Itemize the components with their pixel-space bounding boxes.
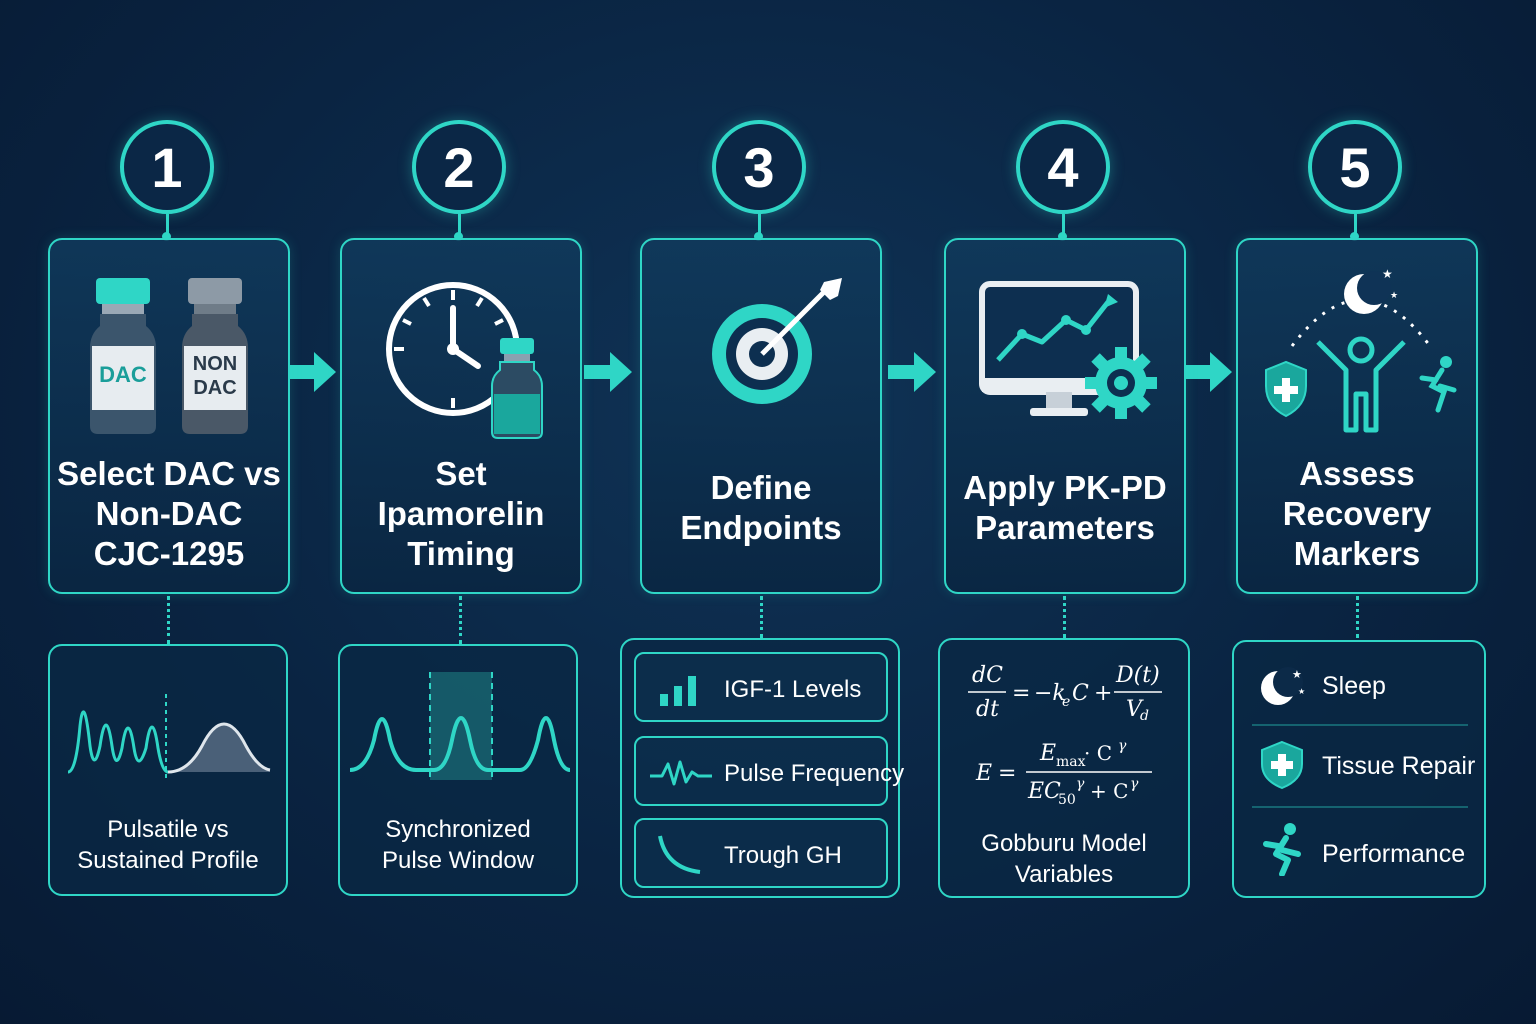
divider	[1252, 806, 1468, 808]
svg-text:· C: · C	[1084, 741, 1112, 765]
svg-text:max: max	[1056, 754, 1086, 770]
bar-chart-icon	[660, 676, 696, 706]
svg-text:γ: γ	[1076, 776, 1085, 792]
step-1-stem-dot	[162, 232, 171, 241]
arrow-right-icon	[888, 352, 936, 392]
svg-text:dC: dC	[972, 663, 1003, 688]
svg-text:C: C	[1072, 681, 1089, 706]
svg-text:−k: −k	[1034, 681, 1066, 706]
step-1-title: Select DAC vs Non-DAC CJC-1295	[57, 455, 281, 572]
pulsatile-vs-sustained-chart	[67, 694, 271, 778]
step-4-title: Apply PK-PD Parameters	[963, 469, 1167, 546]
vial-dac-label: DAC	[99, 362, 147, 387]
step-3-title: Define Endpoints	[680, 469, 842, 546]
connector-4	[1063, 596, 1066, 638]
endpoint-pulse-frequency: Pulse Frequency	[634, 736, 904, 806]
svg-text:★: ★	[1298, 687, 1305, 696]
svg-text:=: =	[998, 761, 1016, 786]
step-5-number: 5	[1308, 120, 1402, 214]
step-2-title: Set Ipamorelin Timing	[377, 455, 545, 572]
connector-2	[459, 596, 462, 644]
svg-text:EC: EC	[1027, 779, 1061, 804]
svg-text:+ C: + C	[1090, 779, 1128, 803]
svg-text:E: E	[1039, 741, 1056, 766]
step-2-stem	[458, 214, 461, 238]
step-3-stem	[758, 214, 761, 238]
vial-icon	[491, 338, 543, 439]
step-5-title: Assess Recovery Markers	[1282, 455, 1432, 572]
pulse-window-chart	[349, 672, 571, 780]
svg-text:e: e	[1062, 694, 1070, 710]
step-2-card: Set Ipamorelin Timing	[340, 238, 582, 594]
decay-curve-icon	[658, 835, 701, 874]
step-3-card: Define Endpoints	[640, 238, 882, 594]
step-5-stem-dot	[1350, 232, 1359, 241]
svg-text:γ: γ	[1118, 738, 1127, 754]
step-2-caption: Synchronized Pulse Window	[381, 816, 535, 874]
shield-plus-icon	[1261, 740, 1303, 790]
endpoint-trough-gh: Trough GH	[634, 818, 888, 888]
svg-text:d: d	[1140, 708, 1149, 724]
step-4-card: Apply PK-PD Parameters	[944, 238, 1186, 594]
svg-text:★: ★	[1292, 669, 1302, 681]
monitor-chart-icon	[979, 281, 1157, 419]
connector-3	[760, 596, 763, 638]
endpoint-label: Pulse Frequency	[724, 760, 905, 787]
step-5-stem	[1354, 214, 1357, 238]
arrow-right-icon	[1184, 352, 1232, 392]
running-person-icon	[1263, 823, 1301, 876]
moon-icon: ★★	[1261, 667, 1305, 705]
target-icon	[712, 278, 842, 404]
step-1-number: 1	[120, 120, 214, 214]
step-2-number: 2	[412, 120, 506, 214]
step-4-number: 4	[1016, 120, 1110, 214]
pk-equation: dC dt = −k e C + D(t) V d	[968, 663, 1162, 724]
svg-text:=: =	[1012, 681, 1030, 706]
step-5-card: ★ ★ Assess Recovery Markers	[1236, 238, 1478, 594]
step-2-detail-panel: Synchronized Pulse Window	[338, 644, 578, 896]
step-5-detail-panel: ★★ Sleep Tissue Repair Performance	[1232, 640, 1486, 898]
step-4-stem	[1062, 214, 1065, 238]
recovery-figure-icon: ★ ★	[1265, 267, 1457, 433]
step-4-detail-panel: dC dt = −k e C + D(t) V d E = E max · C …	[938, 638, 1190, 898]
marker-sleep-label: Sleep	[1322, 672, 1386, 700]
pulse-wave-icon	[650, 760, 712, 786]
svg-text:+: +	[1094, 681, 1112, 706]
svg-text:E: E	[975, 761, 992, 786]
svg-text:γ: γ	[1130, 776, 1139, 792]
connector-5	[1356, 596, 1359, 638]
vial-non-dac-icon	[182, 278, 248, 434]
svg-text:★: ★	[1382, 267, 1393, 281]
vial-non-dac-label: NON DAC	[192, 353, 238, 399]
step-1-detail-panel: Pulsatile vs Sustained Profile	[48, 644, 288, 896]
step-4-stem-dot	[1058, 232, 1067, 241]
endpoint-igf1: IGF-1 Levels	[634, 652, 888, 722]
step-3-detail-panel: IGF-1 Levels Pulse Frequency Trough GH	[620, 638, 904, 898]
step-4-caption: Gobburu Model Variables	[981, 830, 1147, 888]
arrow-right-icon	[584, 352, 632, 392]
svg-text:50: 50	[1058, 792, 1076, 808]
step-1-card: DAC NON DAC Select DAC vs Non-DAC CJC-12…	[48, 238, 290, 594]
step-3-number: 3	[712, 120, 806, 214]
step-1-stem	[166, 214, 169, 238]
step-2-stem-dot	[454, 232, 463, 241]
svg-text:★: ★	[1390, 290, 1398, 300]
arrow-right-icon	[288, 352, 336, 392]
endpoint-label: Trough GH	[724, 842, 842, 869]
marker-performance-label: Performance	[1322, 840, 1466, 868]
svg-text:dt: dt	[976, 697, 999, 722]
endpoint-label: IGF-1 Levels	[724, 676, 862, 703]
svg-text:V: V	[1126, 697, 1144, 722]
step-3-stem-dot	[754, 232, 763, 241]
step-1-caption: Pulsatile vs Sustained Profile	[77, 816, 259, 874]
svg-text:D(t): D(t)	[1115, 663, 1160, 688]
divider	[1252, 724, 1468, 726]
vial-dac-icon	[90, 278, 156, 434]
connector-1	[167, 596, 170, 644]
marker-tissue-repair-label: Tissue Repair	[1322, 752, 1476, 780]
pd-equation: E = E max · C γ EC 50 γ + C γ	[975, 738, 1152, 808]
